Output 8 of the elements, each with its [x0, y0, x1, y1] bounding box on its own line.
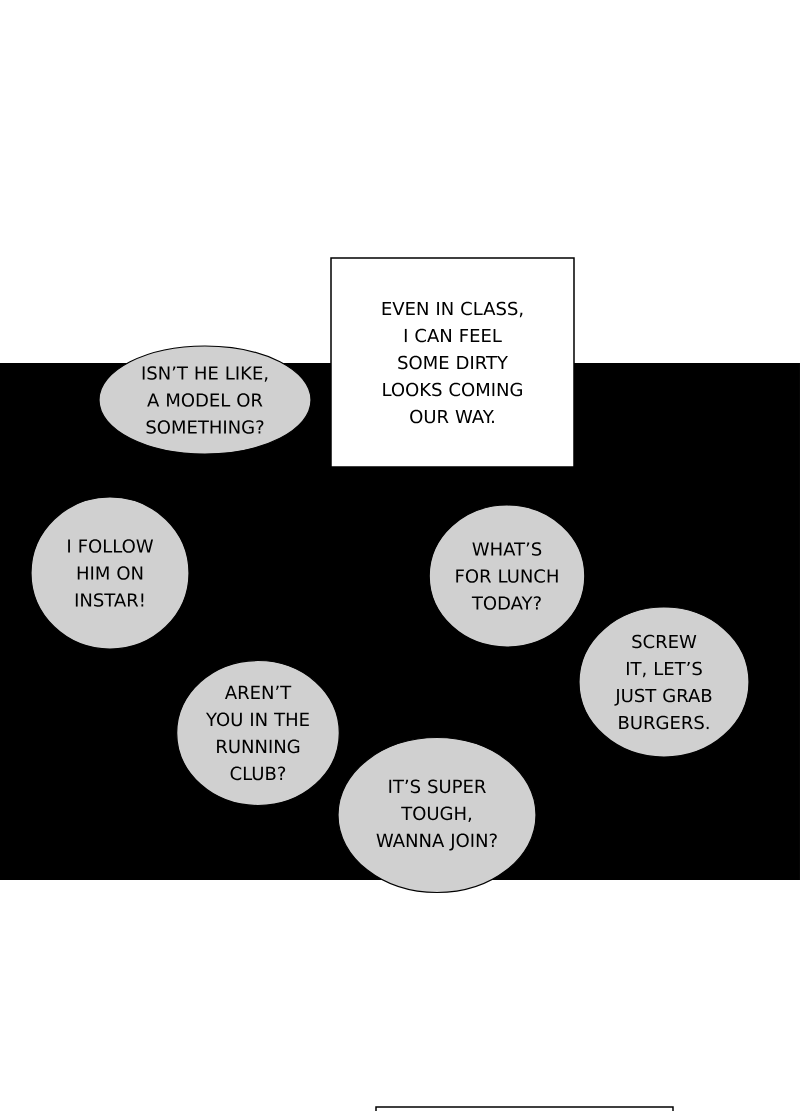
caption-box: EVEN IN CLASS, I CAN FEEL SOME DIRTY LOOKS COMING OUR WAY.: [330, 257, 575, 468]
speech-bubble: I FOLLOW HIM ON INSTAR!: [30, 496, 190, 650]
speech-bubble: IT’S SUPER TOUGH, WANNA JOIN?: [337, 736, 537, 894]
speech-bubble: ISN’T HE LIKE, A MODEL OR SOMETHING?: [98, 345, 312, 455]
speech-bubble: WHAT’S FOR LUNCH TODAY?: [428, 504, 586, 648]
caption-box: [375, 1106, 674, 1111]
speech-bubble: AREN’T YOU IN THE RUNNING CLUB?: [176, 659, 340, 807]
speech-bubble: SCREW IT, LET’S JUST GRAB BURGERS.: [578, 606, 750, 758]
